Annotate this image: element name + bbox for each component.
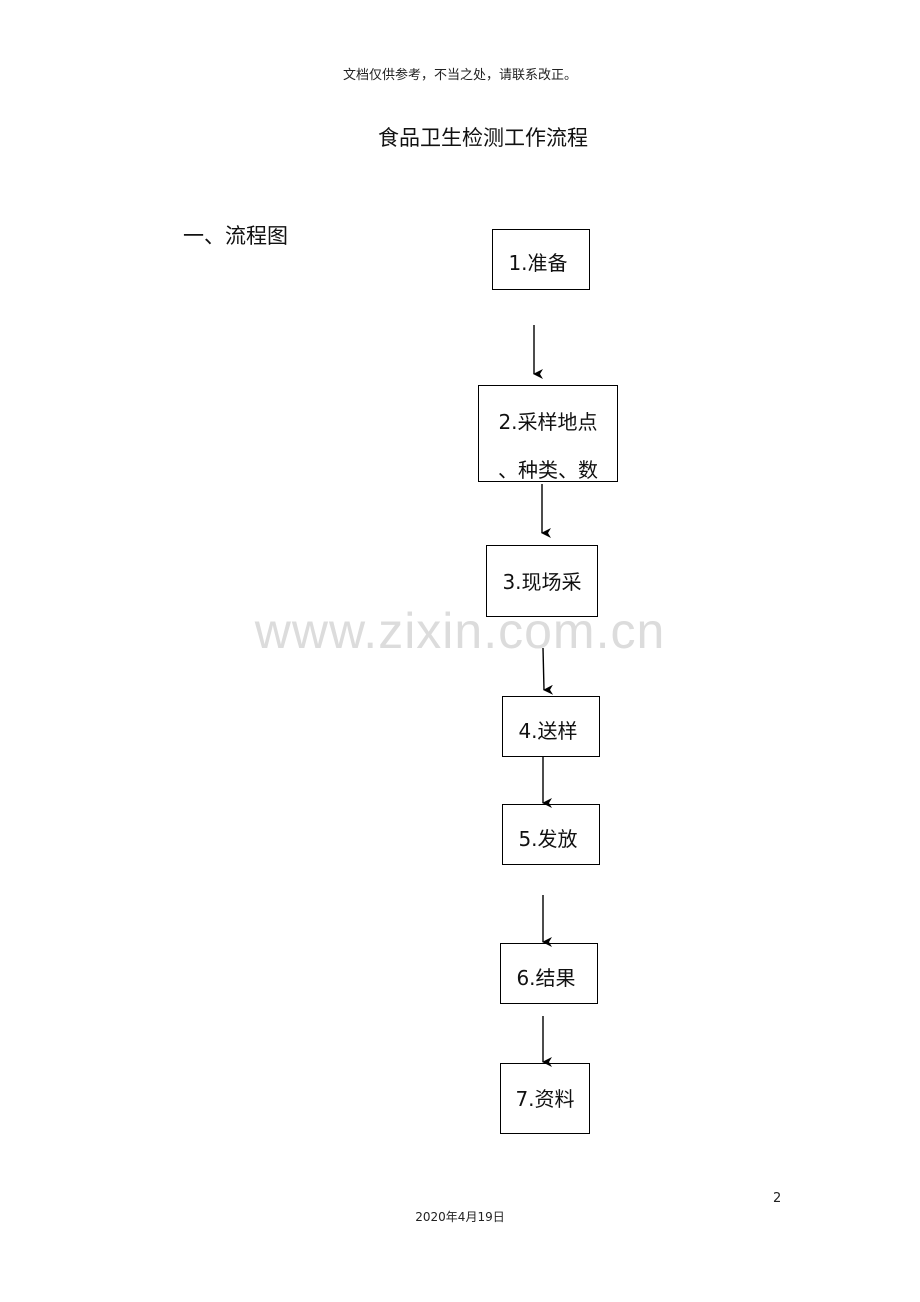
flow-step-2-label-line2: 、种类、数 [498,458,598,482]
page-number: 2 [773,1191,782,1206]
flow-arrow-3 [542,647,554,695]
flow-step-6-label: 6.结果 [516,966,576,990]
flow-step-4: 4.送样 [502,696,600,757]
flow-step-1-label: 1.准备 [508,251,568,275]
flow-step-2-label-line1: 2.采样地点 [498,410,598,434]
flow-step-3: 3.现场采 [486,545,598,617]
flow-step-4-label: 4.送样 [518,719,578,743]
flow-step-3-label: 3.现场采 [502,570,582,594]
section-heading: 一、流程图 [183,224,288,248]
flow-step-2: 2.采样地点 、种类、数 [478,385,618,482]
watermark-text: www.zixin.com.cn [254,603,666,659]
flow-step-6: 6.结果 [500,943,598,1004]
flow-step-1: 1.准备 [492,229,590,290]
document-title: 食品卫生检测工作流程 [378,126,588,150]
footer-date: 2020年4月19日 [415,1210,505,1224]
flow-step-5-label: 5.发放 [518,827,578,851]
flow-step-7-label: 7.资料 [515,1087,575,1111]
header-disclaimer: 文档仅供参考，不当之处，请联系改正。 [342,68,577,83]
